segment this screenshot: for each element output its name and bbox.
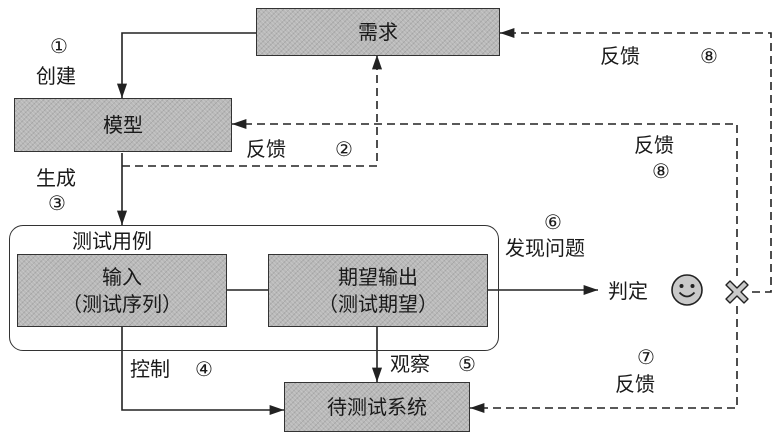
step-feedback-8-model-number: ⑧ <box>652 159 670 183</box>
expected-output-sublabel: （测试期望） <box>318 291 438 316</box>
cross-icon <box>725 280 749 304</box>
step-feedback-8-requirement-label: 反馈 <box>600 44 640 68</box>
expected-output-box: 期望输出 （测试期望） <box>268 254 488 327</box>
arrow-control <box>121 327 284 416</box>
requirement-label: 需求 <box>358 19 398 44</box>
step-find-issue-number: ⑥ <box>544 210 562 234</box>
input-label: 输入 <box>102 264 142 289</box>
test-case-group <box>9 225 499 351</box>
arrow-create <box>116 32 256 98</box>
step-feedback-7-number: ⑦ <box>637 345 655 369</box>
system-under-test-label: 待测试系统 <box>327 394 427 419</box>
arrow-feedback-2 <box>122 55 383 167</box>
step-feedback-8-requirement-number: ⑧ <box>700 44 718 68</box>
step-create-label: 创建 <box>36 64 76 88</box>
smiley-face-icon <box>671 274 703 306</box>
requirement-box: 需求 <box>256 8 500 56</box>
input-sublabel: （测试序列） <box>62 291 182 316</box>
verdict-label: 判定 <box>608 279 648 303</box>
step-create-number: ① <box>50 34 68 58</box>
test-case-group-title: 测试用例 <box>72 229 152 253</box>
input-box: 输入 （测试序列） <box>17 254 227 327</box>
arrow-feedback-7 <box>470 306 738 414</box>
step-find-issue-label: 发现问题 <box>505 236 585 260</box>
step-control-number: ④ <box>195 357 213 381</box>
model-label: 模型 <box>103 112 143 137</box>
step-feedback-7-label: 反馈 <box>615 372 655 396</box>
step-feedback-2-label: 反馈 <box>246 137 286 161</box>
arrow-feedback-8-requirement <box>500 27 772 293</box>
model-box: 模型 <box>14 98 232 152</box>
step-observe-number: ⑤ <box>458 352 476 376</box>
step-control-label: 控制 <box>130 357 170 381</box>
step-feedback-8-model-label: 反馈 <box>634 133 674 157</box>
step-observe-label: 观察 <box>390 352 430 376</box>
step-generate-label: 生成 <box>36 166 76 190</box>
step-feedback-2-number: ② <box>335 137 353 161</box>
arrow-feedback-8-model <box>232 118 738 276</box>
expected-output-label: 期望输出 <box>338 264 418 289</box>
system-under-test-box: 待测试系统 <box>284 382 470 432</box>
step-generate-number: ③ <box>48 191 66 215</box>
